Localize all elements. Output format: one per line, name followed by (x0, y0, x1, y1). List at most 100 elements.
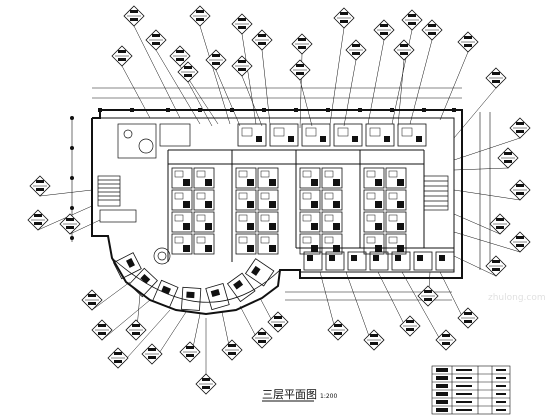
fixture (205, 223, 212, 230)
column (390, 108, 394, 112)
drawing-title: 三层平面图 (262, 388, 317, 401)
column (294, 108, 298, 112)
fixture (247, 179, 254, 186)
bathroom (196, 192, 206, 200)
bathroom (238, 170, 248, 178)
diamond-tag (485, 67, 507, 89)
room-unit (321, 167, 343, 189)
diamond-tag (189, 5, 211, 27)
diamond-tag (251, 327, 273, 349)
fixture (269, 245, 276, 252)
leader-line (367, 39, 385, 125)
leader-line (37, 205, 93, 231)
diamond-code (296, 64, 304, 67)
room-unit (193, 233, 215, 255)
legend-label-mark (456, 409, 472, 411)
suite-unit (269, 123, 299, 147)
suite-fixture (416, 136, 422, 142)
suite-unit (333, 123, 363, 147)
diamond-tag (345, 39, 367, 61)
diamond-tag (485, 255, 507, 277)
legend-label-mark (456, 401, 472, 403)
structural-columns (70, 108, 456, 240)
column (130, 108, 134, 112)
legend-label-mark (456, 369, 472, 371)
diamond-tag (457, 31, 479, 53)
leader-line (39, 189, 93, 197)
lower-room-wall (347, 251, 367, 271)
leader-line (133, 25, 181, 119)
curved-room (226, 272, 256, 303)
leader-line (69, 219, 101, 235)
room-unit (299, 233, 321, 255)
diamond-number (184, 74, 192, 77)
legend-symbol (436, 400, 448, 404)
diamond-number (36, 188, 44, 191)
bathroom (302, 236, 312, 244)
diamond-tag (399, 315, 421, 337)
legend-symbol (436, 392, 448, 396)
diamond-number (196, 18, 204, 21)
legend-label-mark (456, 377, 472, 379)
diamond-tag (59, 213, 81, 235)
diamond-tag (125, 319, 147, 341)
room-unit (257, 211, 279, 233)
room-unit (235, 167, 257, 189)
room-unit (171, 211, 193, 233)
room-wall (235, 233, 257, 255)
axis-bubble (70, 206, 74, 210)
diamond-code (464, 312, 472, 315)
fixture (183, 179, 190, 186)
diamond-number (464, 44, 472, 47)
lower-room-fixture (373, 255, 379, 261)
leader-line (397, 59, 405, 127)
room-wall (193, 189, 215, 211)
diamond-tag (327, 319, 349, 341)
room-unit (257, 233, 279, 255)
diamond-number (424, 298, 432, 301)
suite-bath (369, 127, 381, 137)
room-unit (321, 233, 343, 255)
diamond-code (152, 34, 160, 37)
fixture (333, 223, 340, 230)
fixture (269, 179, 276, 186)
room-unit (171, 189, 193, 211)
room-wall (235, 167, 257, 189)
curved-room-fixture (186, 291, 195, 299)
room-unit (321, 189, 343, 211)
diamond-code (238, 18, 246, 21)
diamond-tag (231, 13, 253, 35)
suite-wall (397, 123, 427, 147)
diamond-number (148, 356, 156, 359)
column (422, 108, 426, 112)
annotation-leaders (37, 25, 521, 394)
bathroom (238, 192, 248, 200)
column (198, 108, 202, 112)
diamond-code (186, 346, 194, 349)
bathroom (238, 236, 248, 244)
room-wall (299, 233, 321, 255)
diamond-number (212, 62, 220, 65)
leader-line (261, 49, 271, 125)
drawing-title-block: 三层平面图 1:200 (262, 388, 337, 402)
room-wall (299, 211, 321, 233)
column (262, 108, 266, 112)
bathroom (260, 214, 270, 222)
room-unit (321, 211, 343, 233)
legend-value-mark (496, 385, 506, 387)
bathroom (174, 192, 184, 200)
diamond-number (496, 226, 504, 229)
fixture (397, 179, 404, 186)
suite-wall (269, 123, 299, 147)
bathroom (302, 170, 312, 178)
leader-line (299, 79, 313, 127)
suite-unit (237, 123, 267, 147)
suite-bath (401, 127, 413, 137)
room-wall (257, 211, 279, 233)
room-wall (193, 167, 215, 189)
fixture (311, 223, 318, 230)
bathroom (174, 236, 184, 244)
fixture (247, 245, 254, 252)
diamond-number (114, 360, 122, 363)
room-unit (363, 233, 385, 255)
